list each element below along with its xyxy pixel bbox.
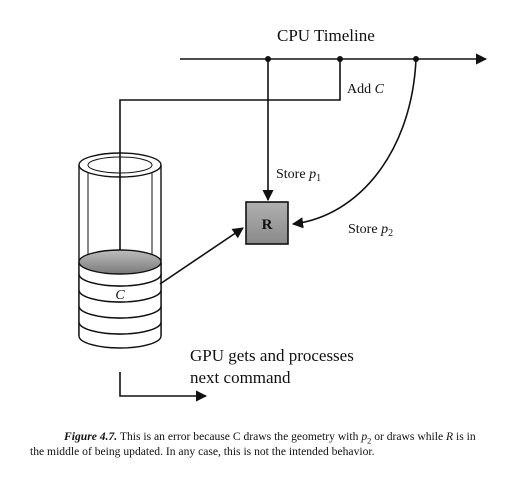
caption-text-2: or draws while	[371, 430, 446, 443]
caption-sub-2: 2	[367, 436, 372, 446]
resource-r-label: R	[262, 217, 273, 233]
add-c-arrow	[114, 59, 341, 274]
cpu-timeline-label: CPU Timeline	[277, 26, 375, 45]
queue-to-resource-arrow	[159, 227, 244, 285]
caption-var-r: R	[446, 430, 454, 443]
figure-number: Figure 4.7.	[64, 430, 118, 443]
cpu-timeline	[180, 53, 488, 65]
caption-text-1: This is an error because C draws the geo…	[119, 430, 362, 443]
gpu-label-line1: GPU gets and processes	[190, 346, 354, 365]
add-c-label: Add C	[347, 82, 385, 97]
gpu-label-line2: next command	[190, 368, 291, 387]
store-p1-label: Store p1	[276, 167, 321, 184]
gpu-process-arrow	[119, 372, 208, 402]
caption-var-p: p	[361, 430, 368, 443]
resource-r-box: R	[245, 201, 289, 245]
queue-disk-top	[78, 249, 162, 287]
queue-item-c-label: C	[115, 288, 125, 303]
store-p2-arrow	[291, 58, 417, 229]
command-queue-cylinder: C	[78, 152, 162, 349]
diagram-canvas: CPU Timeline Add C Store p1 Store p2 R	[78, 26, 488, 402]
caption-text-3: is in the middle of being updated. In an…	[30, 430, 476, 458]
figure-caption: Figure 4.7. This is an error because C d…	[30, 429, 482, 459]
store-p2-label: Store p2	[348, 222, 393, 239]
